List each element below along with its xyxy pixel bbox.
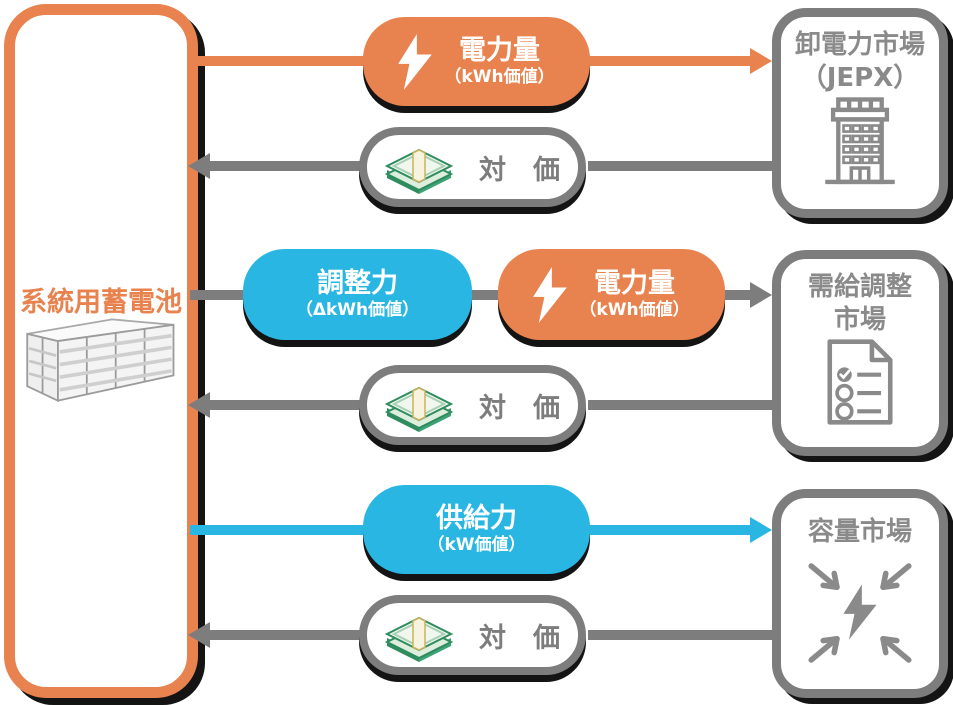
line-capacity-to-compensation	[588, 630, 776, 640]
badge-label: 電力量	[458, 35, 540, 67]
arrowhead-into-jepx	[750, 48, 772, 74]
compensation-label: 対 価	[479, 154, 560, 186]
badge-sub-label: （kWh価値）	[444, 67, 555, 87]
compensation-label: 対 価	[479, 622, 560, 654]
lightning-icon	[533, 266, 568, 323]
market-title-line1: 需給調整	[807, 272, 912, 302]
line-compensation-to-battery	[208, 630, 363, 640]
badge-label: 電力量	[593, 268, 675, 300]
market-box-jepx: 卸電力市場 （JEPX）	[772, 8, 948, 218]
badge-label: 供給力	[436, 503, 517, 535]
badge-sub-label: （ΔkWh価値）	[295, 300, 420, 320]
market-title-line2: （JEPX）	[800, 62, 920, 93]
compensation-label: 対 価	[479, 392, 560, 424]
compensation-badge-adjustment: 対 価	[359, 365, 586, 445]
converging-lightning-icon	[805, 555, 915, 671]
lightning-icon	[398, 33, 433, 90]
market-box-adjustment: 需給調整 市場	[772, 250, 948, 456]
money-icon	[385, 606, 453, 664]
arrowhead-into-battery	[188, 153, 210, 179]
compensation-badge-capacity: 対 価	[359, 595, 586, 675]
checklist-icon	[822, 338, 898, 426]
arrowhead-into-adjustment-market	[750, 282, 772, 308]
container-battery-icon	[20, 316, 178, 414]
market-title: 卸電力市場 （JEPX）	[795, 29, 925, 94]
building-icon	[816, 96, 904, 188]
line-compensation-to-battery	[208, 161, 363, 171]
market-box-capacity: 容量市場	[772, 489, 948, 698]
market-title-line1: 容量市場	[807, 517, 912, 547]
line-supply-to-capacity	[588, 525, 752, 535]
badge-supply-capability: 供給力 （kW価値）	[363, 485, 590, 574]
line-between-adjustment-badges	[470, 290, 501, 300]
badge-adjustment-capability: 調整力 （ΔkWh価値）	[243, 249, 472, 340]
market-title: 需給調整 市場	[808, 271, 912, 336]
badge-sub-label: （kWh価値）	[579, 300, 690, 320]
market-title-line1: 卸電力市場	[794, 30, 925, 60]
arrowhead-into-battery	[188, 622, 210, 648]
badge-label: 調整力	[316, 268, 398, 300]
line-battery-to-adjustment-power	[190, 290, 246, 300]
line-battery-to-supply	[190, 525, 365, 535]
money-icon	[385, 376, 453, 434]
market-title-line2: 市場	[833, 304, 886, 335]
line-power-to-jepx	[588, 56, 752, 66]
badge-power-jepx: 電力量 （kWh価値）	[363, 17, 590, 106]
line-compensation-to-battery	[208, 400, 363, 410]
battery-label: 系統用蓄電池	[20, 287, 182, 318]
line-power-to-adjustment-market	[723, 290, 752, 300]
line-battery-to-power-jepx	[190, 56, 365, 66]
arrowhead-into-capacity-market	[750, 517, 772, 543]
badge-sub-label: （kW価値）	[427, 535, 526, 555]
line-jepx-to-compensation	[588, 161, 776, 171]
money-icon	[385, 138, 453, 196]
arrowhead-into-battery	[188, 392, 210, 418]
badge-power-adjustment: 電力量 （kWh価値）	[498, 249, 725, 340]
compensation-badge-jepx: 対 価	[359, 127, 586, 207]
market-title: 容量市場	[808, 516, 912, 549]
line-adjustment-to-compensation	[588, 400, 776, 410]
